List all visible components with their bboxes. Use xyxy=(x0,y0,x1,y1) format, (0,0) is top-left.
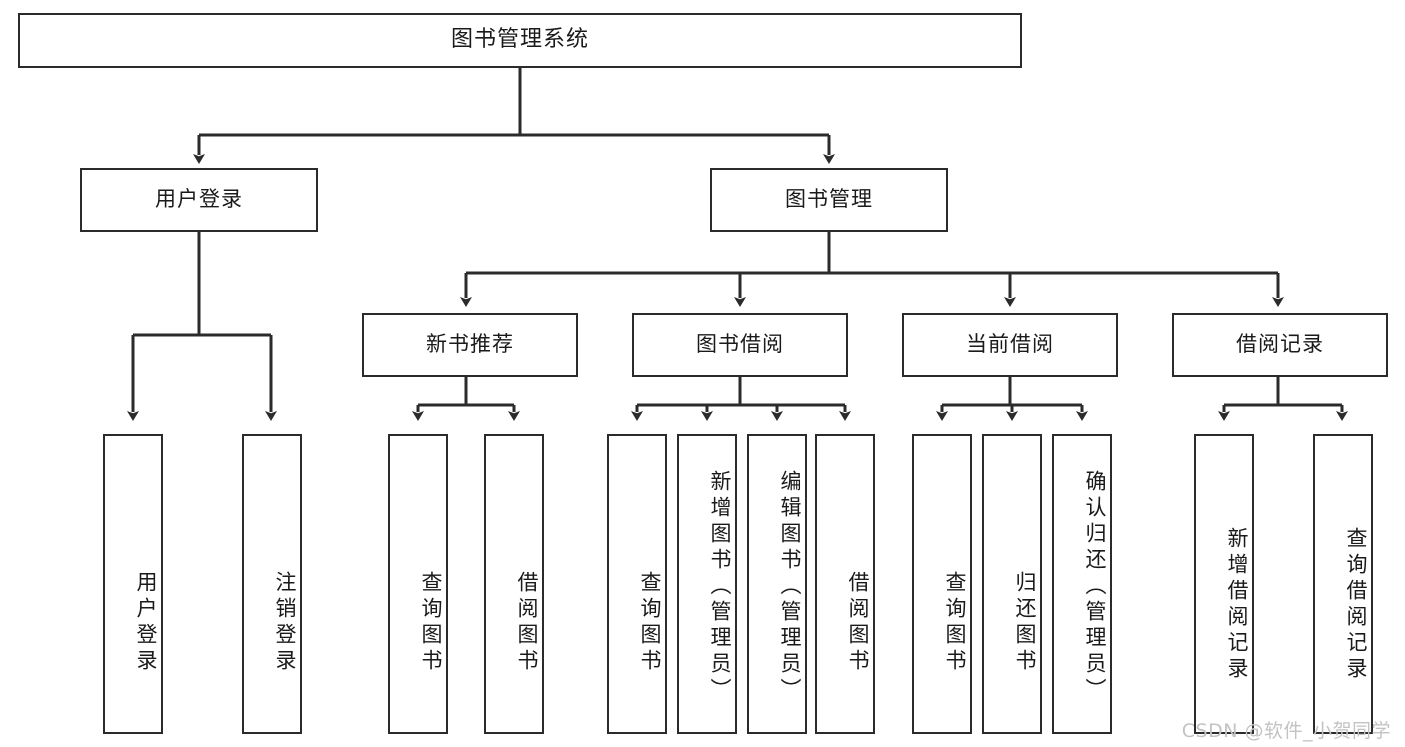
node-root[interactable]: 图书管理系统 xyxy=(18,13,1022,68)
node-book-management-label: 图书管理 xyxy=(785,187,873,212)
node-leaf-add-record-label: 新增借阅记录 xyxy=(1225,527,1249,683)
node-root-label: 图书管理系统 xyxy=(450,27,589,53)
node-new-book-recommend-label: 新书推荐 xyxy=(426,332,514,357)
node-leaf-edit-book[interactable]: 编辑图书（管理员） xyxy=(747,434,807,734)
node-current-borrow-label: 当前借阅 xyxy=(966,332,1054,357)
node-leaf-return-book-label: 归还图书 xyxy=(1013,571,1037,675)
node-user-login[interactable]: 用户登录 xyxy=(80,168,318,232)
node-leaf-edit-book-label: 编辑图书（管理员） xyxy=(778,470,802,704)
node-leaf-query-record-label: 查询借阅记录 xyxy=(1344,527,1368,683)
node-leaf-borrow-book-2-label: 借阅图书 xyxy=(846,571,870,675)
node-leaf-query-book-2[interactable]: 查询图书 xyxy=(607,434,667,734)
node-current-borrow[interactable]: 当前借阅 xyxy=(902,313,1118,377)
node-leaf-query-book-2-label: 查询图书 xyxy=(638,571,662,675)
node-leaf-user-login-label: 用户登录 xyxy=(134,571,158,675)
node-leaf-logout-login[interactable]: 注销登录 xyxy=(242,434,302,734)
node-leaf-user-login[interactable]: 用户登录 xyxy=(103,434,163,734)
node-leaf-confirm-return-label: 确认归还（管理员） xyxy=(1083,470,1107,704)
node-leaf-borrow-book-1[interactable]: 借阅图书 xyxy=(484,434,544,734)
node-leaf-query-record[interactable]: 查询借阅记录 xyxy=(1313,434,1373,734)
node-leaf-add-book-label: 新增图书（管理员） xyxy=(708,470,732,704)
node-leaf-return-book[interactable]: 归还图书 xyxy=(982,434,1042,734)
node-leaf-query-book-3[interactable]: 查询图书 xyxy=(912,434,972,734)
watermark-text: CSDN @软件_小贺同学 xyxy=(1181,720,1391,742)
node-leaf-logout-login-label: 注销登录 xyxy=(273,571,297,675)
node-leaf-confirm-return[interactable]: 确认归还（管理员） xyxy=(1052,434,1112,734)
node-book-borrow-label: 图书借阅 xyxy=(696,332,784,357)
node-leaf-borrow-book-1-label: 借阅图书 xyxy=(515,571,539,675)
node-book-borrow[interactable]: 图书借阅 xyxy=(632,313,848,377)
node-book-management[interactable]: 图书管理 xyxy=(710,168,948,232)
node-borrow-record[interactable]: 借阅记录 xyxy=(1172,313,1388,377)
node-borrow-record-label: 借阅记录 xyxy=(1236,332,1324,357)
node-new-book-recommend[interactable]: 新书推荐 xyxy=(362,313,578,377)
node-leaf-add-book[interactable]: 新增图书（管理员） xyxy=(677,434,737,734)
node-leaf-query-book-3-label: 查询图书 xyxy=(943,571,967,675)
node-leaf-query-book-1[interactable]: 查询图书 xyxy=(388,434,448,734)
node-user-login-label: 用户登录 xyxy=(155,187,243,212)
node-leaf-borrow-book-2[interactable]: 借阅图书 xyxy=(815,434,875,734)
node-leaf-add-record[interactable]: 新增借阅记录 xyxy=(1194,434,1254,734)
node-leaf-query-book-1-label: 查询图书 xyxy=(419,571,443,675)
